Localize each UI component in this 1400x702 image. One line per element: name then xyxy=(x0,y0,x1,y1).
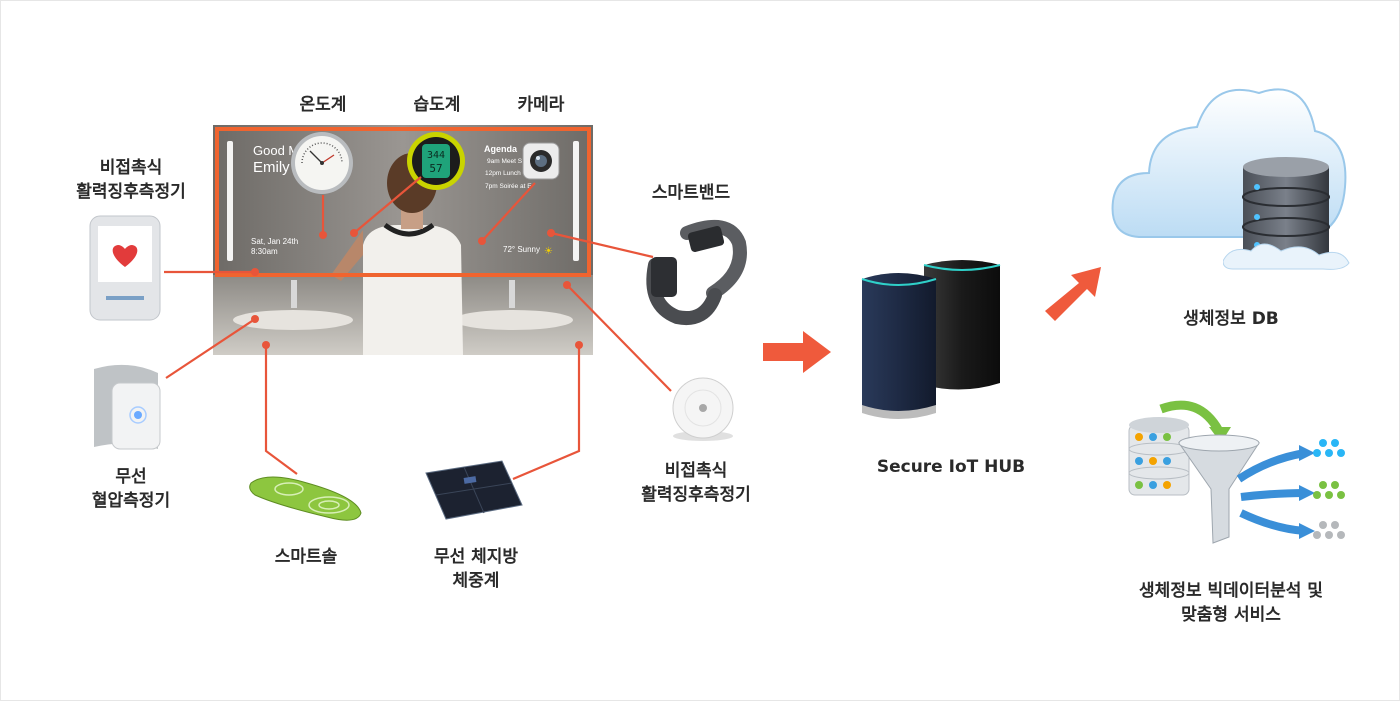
label-camera: 카메라 xyxy=(517,95,565,115)
mirror-agenda-item-1: 9am Meet S xyxy=(487,158,523,165)
mirror-weather: 72° Sunny xyxy=(503,245,541,254)
sun-icon: ☀ xyxy=(544,246,553,257)
label-vital-monitor-top: 비접촉식 활력징후측정기 xyxy=(51,156,211,204)
label-vital-monitor-bottom: 비접촉식 활력징후측정기 xyxy=(616,459,776,507)
label-vital-monitor-bottom-line2: 활력징후측정기 xyxy=(641,485,751,505)
hygrometer-reading-top: 344 xyxy=(427,150,445,161)
label-smartband: 스마트밴드 xyxy=(651,183,731,203)
thermometer-device xyxy=(291,132,353,194)
label-bp-monitor-line1: 무선 xyxy=(115,467,147,487)
vital-sign-sensor-device xyxy=(672,377,734,441)
database-icon xyxy=(1223,157,1350,270)
mirror-greeting-line1: Good M xyxy=(253,143,300,158)
mirror-time: 8:30am xyxy=(251,247,278,256)
vital-sign-monitor-device xyxy=(89,215,161,321)
smart-sole-device xyxy=(249,476,362,521)
mirror-agenda-item-3: 7pm Soirée at E xyxy=(485,183,532,190)
label-vital-monitor-top-line1: 비접촉식 xyxy=(99,158,163,178)
up-right-arrow-icon xyxy=(1045,267,1101,321)
right-arrow-icon xyxy=(763,331,831,373)
label-iot-hub: Secure IoT HUB xyxy=(876,457,1026,477)
funnel-icon xyxy=(1128,400,1345,544)
label-hygrometer: 습도계 xyxy=(413,95,461,115)
mirror-date: Sat, Jan 24th xyxy=(251,237,299,246)
blood-pressure-monitor-device xyxy=(94,364,161,450)
label-smart-scale-line2: 체중계 xyxy=(452,571,500,591)
smart-scale-device xyxy=(425,460,523,520)
label-thermometer: 온도계 xyxy=(299,95,347,115)
label-bigdata-service-line2: 맞춤형 서비스 xyxy=(1181,605,1281,625)
label-bigdata-service-line1: 생체정보 빅데이터분석 및 xyxy=(1139,581,1323,601)
smart-band-device xyxy=(646,220,747,325)
label-smart-scale-line1: 무선 체지방 xyxy=(433,547,519,567)
label-bigdata-service: 생체정보 빅데이터분석 및 맞춤형 서비스 xyxy=(1111,579,1351,627)
hygrometer-reading-bottom: 57 xyxy=(429,162,442,175)
mirror-greeting-line2: Emily xyxy=(253,159,290,176)
label-vital-monitor-top-line2: 활력징후측정기 xyxy=(76,182,186,202)
label-vital-monitor-bottom-line1: 비접촉식 xyxy=(664,461,728,481)
label-bp-monitor: 무선 혈압측정기 xyxy=(61,465,201,513)
label-bp-monitor-line2: 혈압측정기 xyxy=(91,491,171,511)
camera-device xyxy=(522,142,560,180)
mirror-agenda-title: Agenda xyxy=(484,144,518,154)
label-smartsole: 스마트솔 xyxy=(274,547,338,567)
label-smart-scale: 무선 체지방 체중계 xyxy=(401,545,551,593)
label-biometric-db: 생체정보 DB xyxy=(1183,309,1279,329)
mirror-agenda-item-2: 12pm Lunch xyxy=(485,170,521,177)
hygrometer-device: 344 57 xyxy=(407,132,465,190)
iot-hub-device xyxy=(861,260,1001,419)
